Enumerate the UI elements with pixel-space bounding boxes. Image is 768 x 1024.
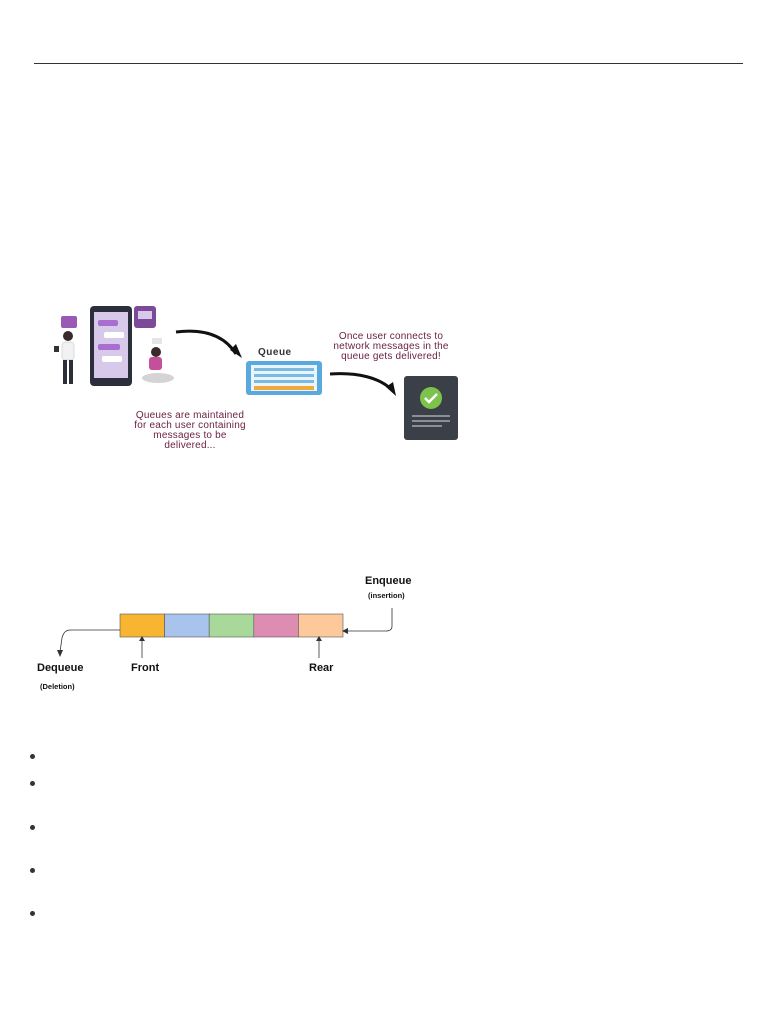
arrow-icon	[175, 329, 238, 355]
right-caption: Once user connects to network messages i…	[316, 332, 466, 362]
enqueue-arrow	[344, 608, 393, 632]
tablet-icon	[90, 306, 132, 386]
queue-cell	[164, 613, 210, 638]
caption-line: queue gets delivered!	[341, 351, 441, 362]
caption-line: Once user connects to	[338, 331, 444, 342]
caption-line: messages to be	[153, 430, 227, 441]
left-caption: Queues are maintained for each user cont…	[115, 411, 265, 451]
person-standing-icon	[54, 331, 75, 384]
rear-label: Rear	[309, 662, 334, 674]
enqueue-label: Enqueue	[365, 575, 412, 587]
list-item-bullet	[30, 754, 35, 759]
list-item-bullet	[30, 781, 35, 786]
caption-line: for each user containing	[134, 420, 246, 431]
queue-cell	[253, 613, 299, 638]
dequeue-label: Dequeue	[37, 662, 84, 674]
person-sitting-icon	[142, 347, 174, 383]
dequeue-sub-label: (Deletion)	[40, 682, 75, 691]
queue-cell	[208, 613, 255, 638]
dequeue-arrow	[59, 629, 120, 653]
queue-diagram-graphic	[57, 608, 393, 658]
caption-line: delivered...	[164, 440, 216, 451]
chat-bubble-icon	[61, 316, 77, 328]
arrow-icon	[329, 372, 394, 392]
queue-panel-icon	[246, 361, 322, 395]
chat-bubble-icon	[152, 338, 162, 344]
enqueue-sub-label: (insertion)	[368, 591, 405, 600]
queue-cell	[119, 613, 165, 638]
illustration-graphic	[54, 306, 458, 440]
list-item-bullet	[30, 825, 35, 830]
header-divider	[34, 63, 743, 64]
list-item-bullet	[30, 911, 35, 916]
queue-title: Queue	[258, 347, 292, 358]
queue-cells	[119, 613, 344, 638]
delivered-device-icon	[404, 376, 458, 440]
caption-line: Queues are maintained	[135, 410, 245, 421]
caption-line: network messages in the	[333, 341, 449, 352]
front-label: Front	[131, 662, 160, 674]
list-item-bullet	[30, 868, 35, 873]
queue-cell	[298, 613, 344, 638]
